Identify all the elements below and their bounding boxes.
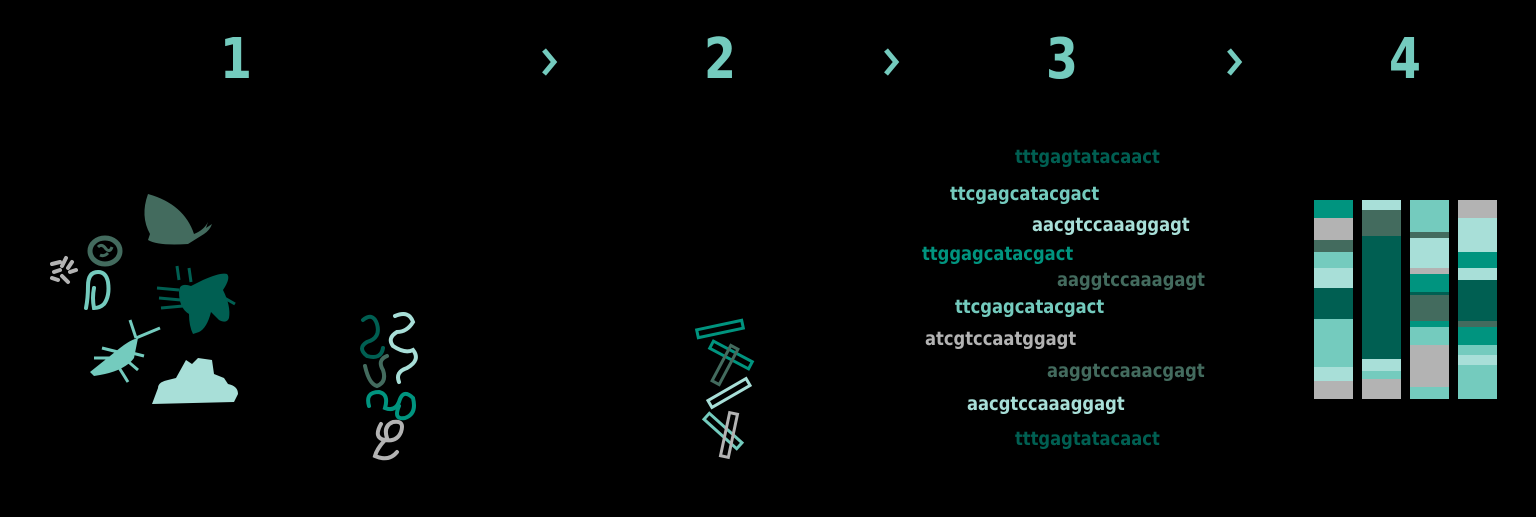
protist-icon <box>87 235 123 267</box>
sample-bar-4 <box>1458 200 1497 399</box>
bar-segment <box>1362 359 1401 372</box>
beetle-icon <box>90 319 161 383</box>
sequence-read: tttgagtatacaact <box>1015 428 1160 450</box>
bar-segment <box>1458 365 1497 399</box>
sample-bar-1 <box>1314 200 1353 399</box>
chevron-right-icon <box>542 48 558 76</box>
butterfly-icon <box>144 194 212 245</box>
sequence-read: atcgtccaatggagt <box>925 328 1077 350</box>
bar-segment <box>1314 319 1353 368</box>
bar-segment <box>1362 200 1401 210</box>
bar-segment <box>1458 321 1497 328</box>
sequence-read: ttcgagcatacgact <box>950 183 1100 205</box>
bar-segment <box>1458 200 1497 218</box>
dna-strands-icon <box>360 312 418 461</box>
bar-segment <box>1410 327 1449 346</box>
sample-bar-2 <box>1362 200 1401 399</box>
bar-segment <box>1314 267 1353 288</box>
bar-segment <box>1362 379 1401 399</box>
bar-segment <box>1410 231 1449 238</box>
step-4-number: 4 <box>1389 27 1421 92</box>
sequence-read: aacgtccaaaggagt <box>967 393 1125 415</box>
bar-segment <box>1314 217 1353 240</box>
bar-segment <box>1362 209 1401 236</box>
bar-segment <box>1314 251 1353 268</box>
sequence-read: aacgtccaaaggagt <box>1032 214 1190 236</box>
bar-segment <box>1458 327 1497 346</box>
sequence-read: aaggtccaaagagt <box>1057 269 1205 291</box>
bar-segment <box>1314 287 1353 320</box>
bar-segment <box>1410 267 1449 274</box>
bar-segment <box>1410 321 1449 328</box>
bar-segment <box>1458 267 1497 280</box>
sequence-read: ttcgagcatacgact <box>955 296 1105 318</box>
bar-segment <box>1314 367 1353 382</box>
bar-segment <box>1458 355 1497 366</box>
step-1-number: 1 <box>220 27 252 92</box>
bar-segment <box>1362 371 1401 380</box>
sequence-read: ttggagcatacgact <box>922 243 1074 265</box>
bar-segment <box>1314 239 1353 252</box>
bar-segment <box>1410 345 1449 387</box>
bar-segment <box>1410 237 1449 268</box>
bar-segment <box>1410 273 1449 292</box>
bar-segment <box>1410 291 1449 296</box>
bar-segment <box>1458 217 1497 252</box>
soil-sample-icon <box>152 358 238 404</box>
sequence-read: aaggtccaaacgagt <box>1047 360 1205 382</box>
sequence-read: tttgagtatacaact <box>1015 146 1160 168</box>
bar-segment <box>1314 200 1353 218</box>
bar-segment <box>1410 295 1449 322</box>
amplicons-icon <box>694 318 755 460</box>
bar-segment <box>1458 345 1497 356</box>
bar-segment <box>1410 200 1449 232</box>
bacteria-icon <box>50 256 78 284</box>
sample-bar-3 <box>1410 200 1449 399</box>
fly-icon <box>156 265 236 334</box>
bar-segment <box>1458 251 1497 268</box>
step-2-number: 2 <box>704 27 736 92</box>
bar-segment <box>1458 279 1497 322</box>
bar-segment <box>1314 381 1353 399</box>
chevron-right-icon <box>884 48 900 76</box>
step-3-number: 3 <box>1046 27 1078 92</box>
chevron-right-icon <box>1227 48 1243 76</box>
bar-segment <box>1410 387 1449 399</box>
bar-segment <box>1362 235 1401 360</box>
worm-icon <box>84 269 111 311</box>
